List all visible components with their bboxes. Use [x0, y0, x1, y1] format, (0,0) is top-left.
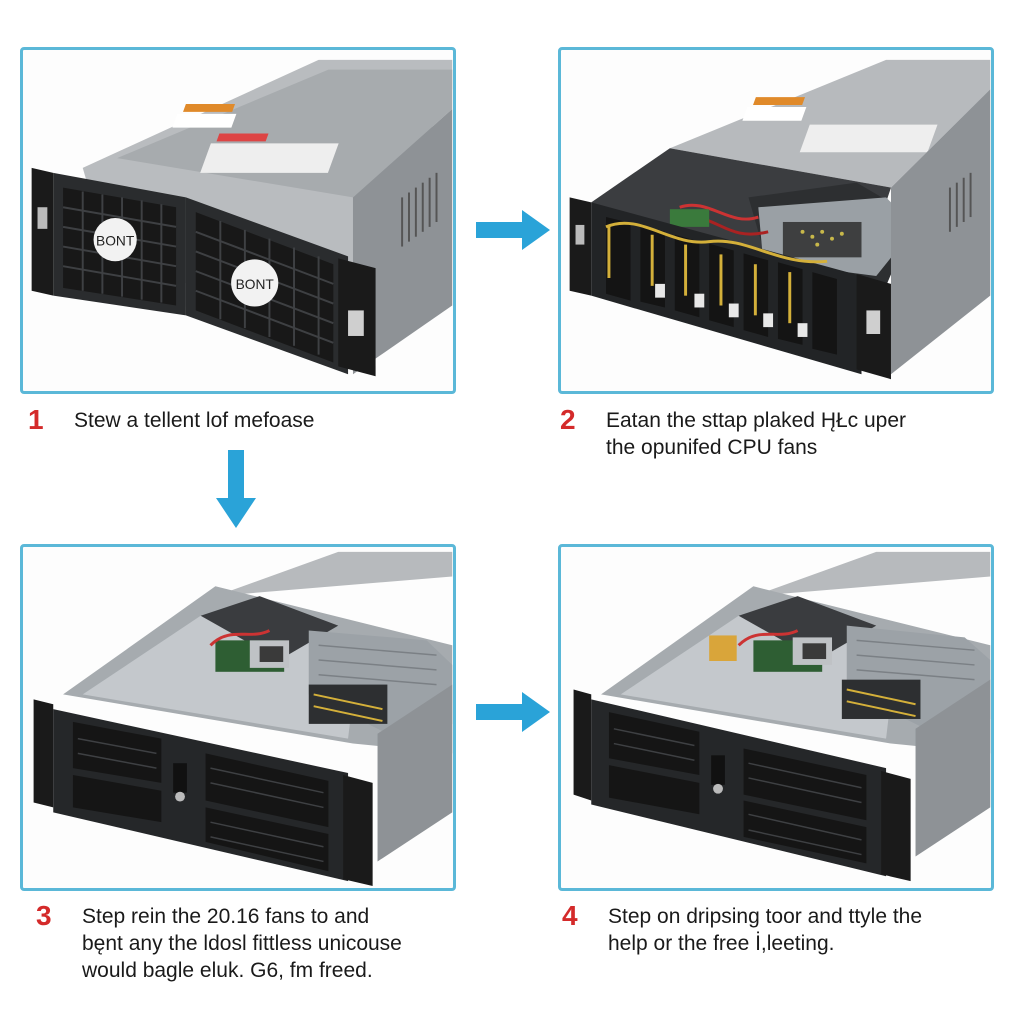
step-1-caption: 1 Stew a tellent lof mefoase [28, 404, 458, 435]
svg-text:BONT: BONT [96, 234, 135, 249]
step-text-line: bęnt any the ldosl fittless unicouse [82, 932, 402, 955]
step-number: 3 [36, 900, 52, 931]
step-text-line: Eatan the sttap plaked H̨Łc uper [606, 409, 907, 432]
step-number: 2 [560, 404, 576, 435]
step-2-image [558, 47, 994, 394]
step-4-image [558, 544, 994, 891]
server-tray-illustration [33, 551, 453, 887]
step-text-line: help or the free İ,leeting. [608, 932, 835, 955]
arrow-down-icon [216, 450, 256, 528]
step-text: Eatan the sttap plaked H̨Łc uper the opu… [606, 407, 906, 461]
step-number: 1 [28, 404, 44, 435]
step-number: 4 [562, 900, 578, 931]
step-text: Step on dripsing toor and ttyle the help… [608, 903, 922, 957]
step-text: Stew a tellent lof mefoase [74, 407, 314, 434]
step-2-caption: 2 Eatan the sttap plaked H̨Łc uper the o… [560, 404, 1000, 461]
arrow-right-icon [476, 210, 550, 250]
arrow-right-icon [476, 692, 550, 732]
step-text-line: Stew a tellent lof mefoase [74, 409, 315, 432]
step-text-line: Step on dripsing toor and ttyle the [608, 905, 923, 928]
step-text-line: the opunifed CPU fans [606, 436, 818, 459]
step-3-image [20, 544, 456, 891]
server-open-fans-illustration [569, 59, 991, 380]
step-3-caption: 3 Step rein the 20.16 fans to and bęnt … [36, 900, 476, 984]
fan-badge-right [231, 259, 279, 307]
server-closed-illustration: BONT BONT [31, 59, 453, 377]
svg-text:BONT: BONT [236, 277, 275, 292]
step-text-line: Step rein the 20.16 fans to and [82, 905, 370, 928]
step-text: Step rein the 20.16 fans to and bęnt an… [82, 903, 402, 984]
fan-badge-left [93, 218, 137, 262]
server-reassembled-illustration [573, 551, 991, 882]
step-text-line: would bagle eluk. G6, fm freed. [82, 959, 373, 982]
step-1-image: BONT BONT [20, 47, 456, 394]
step-4-caption: 4 Step on dripsing toor and ttyle the he… [562, 900, 1002, 957]
